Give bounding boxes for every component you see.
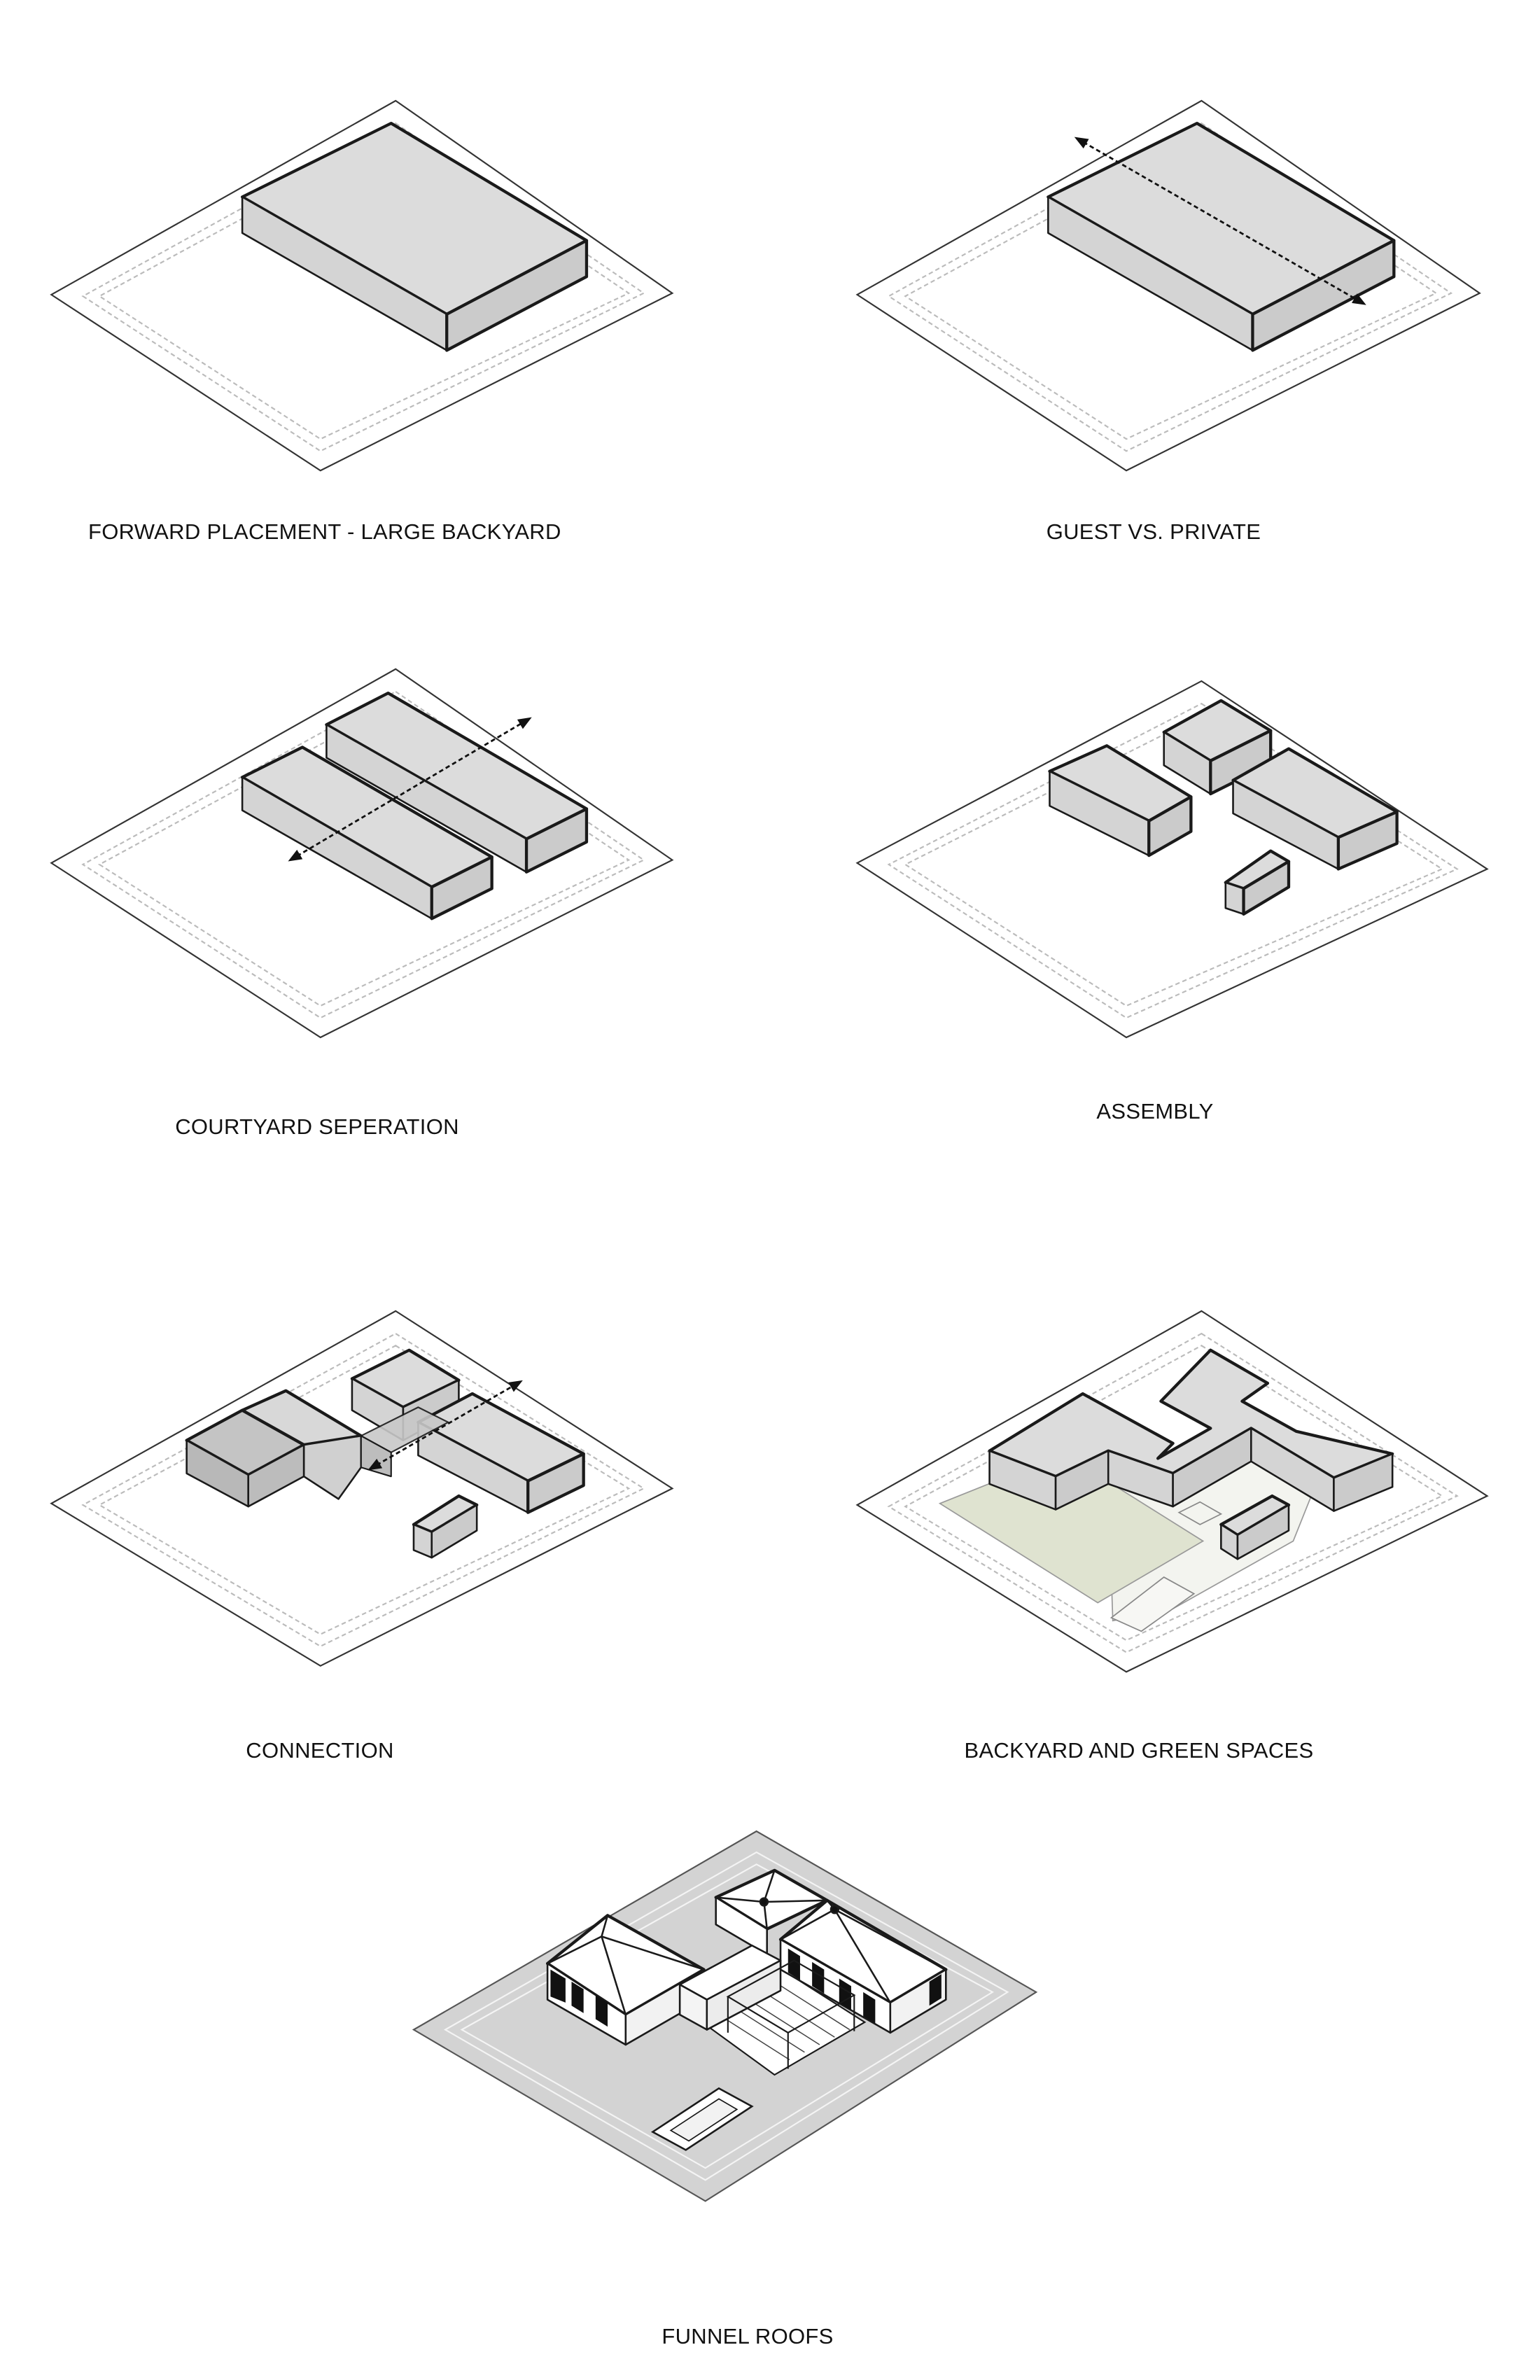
pavilion-small [1219, 1494, 1291, 1560]
panel-assembly [855, 680, 1489, 1039]
caption-funnel-roofs: FUNNEL ROOFS [662, 2324, 834, 2348]
panel-connection [50, 1310, 674, 1667]
block-small [1224, 849, 1291, 916]
caption-connection: CONNECTION [246, 1738, 394, 1763]
pergola-frame [726, 1959, 856, 2069]
building-mass [240, 121, 589, 352]
caption-assembly: ASSEMBLY [1096, 1099, 1214, 1124]
panel-courtyard-separation [50, 668, 674, 1039]
block-east [416, 1392, 585, 1514]
h-plan-mass [988, 1348, 1394, 1512]
caption-guest-vs-private: GUEST VS. PRIVATE [1046, 519, 1261, 544]
block-east [1231, 747, 1399, 871]
panel-forward-placement [50, 99, 674, 472]
site-plot [50, 99, 674, 472]
window-openings [550, 1969, 608, 2027]
circulation-axis-arrow [1074, 136, 1366, 305]
courtyard-axis-arrow [288, 717, 532, 862]
pool [650, 2087, 754, 2151]
panel-funnel-roofs [412, 1830, 1038, 2202]
patio-outline [1177, 1501, 1223, 1525]
caption-backyard-green-spaces: BACKYARD AND GREEN SPACES [964, 1738, 1314, 1763]
caption-forward-placement: FORWARD PLACEMENT - LARGE BACKYARD [88, 519, 561, 544]
block-north [1162, 699, 1273, 796]
block-small [412, 1494, 479, 1559]
connection-axis-arrow [368, 1380, 523, 1471]
caption-courtyard-separation: COURTYARD SEPERATION [175, 1114, 459, 1139]
panel-guest-vs-private [855, 99, 1481, 472]
panel-backyard-green [855, 1310, 1489, 1673]
pool-outline [1110, 1576, 1196, 1632]
block-west [1048, 744, 1193, 858]
